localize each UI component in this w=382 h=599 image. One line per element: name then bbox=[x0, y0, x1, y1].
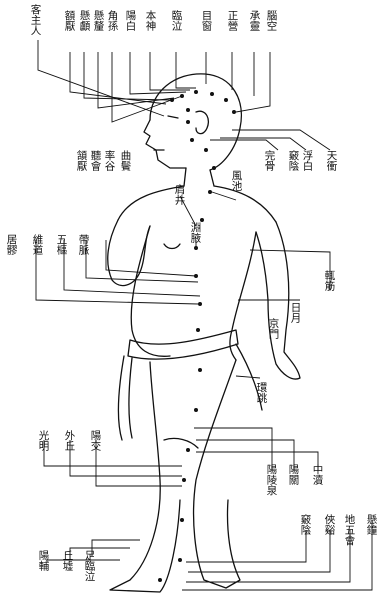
label-tianchong: 天衝 bbox=[326, 150, 337, 171]
leg-front bbox=[110, 362, 180, 592]
label-xuanzhong: 懸鐘 bbox=[366, 514, 377, 535]
label-weidao: 維道 bbox=[32, 234, 43, 255]
shoulder-right bbox=[214, 186, 276, 222]
label-muchuang: 目窗 bbox=[201, 10, 212, 31]
arm-back bbox=[256, 222, 300, 379]
label-qiuxu: 丘墟 bbox=[62, 550, 73, 571]
nipple bbox=[164, 244, 180, 249]
label-zulinqi: 足臨泣 bbox=[84, 550, 95, 582]
label-zhengying: 正營 bbox=[227, 10, 238, 31]
chest bbox=[131, 226, 170, 356]
label-yuanye: 淵腋 bbox=[190, 222, 201, 243]
label-jianjing: 肩井 bbox=[174, 184, 185, 205]
label-zhongdu: 中瀆 bbox=[312, 464, 323, 485]
label-guangming: 光明 bbox=[38, 430, 49, 451]
label-xuanli: 懸釐 bbox=[93, 10, 104, 31]
label-wushu: 五樞 bbox=[56, 234, 67, 255]
label-xiaxi: 俠谿 bbox=[324, 514, 335, 535]
label-yangbai: 陽白 bbox=[125, 10, 136, 31]
label-waiqiu: 外丘 bbox=[64, 430, 75, 451]
label-jingmen: 京門 bbox=[268, 318, 279, 339]
neck bbox=[184, 168, 214, 186]
label-yanglingquan: 陽陵泉 bbox=[266, 464, 277, 496]
label-chengling: 承靈 bbox=[249, 10, 260, 31]
back bbox=[230, 232, 256, 360]
label-qiaoyin-head: 竅陰 bbox=[288, 150, 299, 171]
label-qubin: 曲鬢 bbox=[120, 150, 131, 171]
label-diwuhui: 地五會 bbox=[344, 514, 355, 546]
label-tinghui: 聽會 bbox=[90, 150, 101, 171]
eye bbox=[168, 116, 178, 118]
label-riyue: 日月 bbox=[290, 302, 301, 323]
label-huantiao: 環跳 bbox=[256, 382, 267, 403]
label-yangfu: 陽輔 bbox=[38, 550, 49, 571]
label-eyan: 額厭 bbox=[64, 10, 75, 31]
knee bbox=[164, 438, 198, 448]
arm-front bbox=[108, 220, 150, 286]
face-outline bbox=[144, 120, 186, 168]
label-yangjiao: 陽交 bbox=[90, 430, 101, 451]
label-hanyan: 頷厭 bbox=[76, 150, 87, 171]
ear bbox=[196, 111, 208, 133]
label-xuanlu: 懸顱 bbox=[79, 10, 90, 31]
label-fengchi: 風池 bbox=[231, 170, 242, 191]
leg-back bbox=[194, 360, 240, 588]
label-jiaosun: 角孫 bbox=[107, 10, 118, 31]
belt bbox=[128, 330, 238, 359]
sash-left bbox=[118, 356, 132, 440]
label-naokong: 腦空 bbox=[266, 10, 277, 31]
label-benshen: 本神 bbox=[145, 10, 156, 31]
label-daimai: 帶脈 bbox=[78, 234, 89, 255]
label-shuaigu: 率谷 bbox=[104, 150, 115, 171]
label-wangu: 完骨 bbox=[264, 150, 275, 171]
label-kezhuren: 客主人 bbox=[30, 4, 41, 36]
label-fubai: 浮白 bbox=[302, 150, 313, 171]
label-zhejin: 輒筋 bbox=[324, 270, 335, 291]
label-linqi: 臨泣 bbox=[171, 10, 182, 31]
label-yangguan: 陽關 bbox=[288, 464, 299, 485]
label-juliao: 居髎 bbox=[6, 234, 17, 255]
label-qiaoyin-foot: 竅陰 bbox=[300, 514, 311, 535]
